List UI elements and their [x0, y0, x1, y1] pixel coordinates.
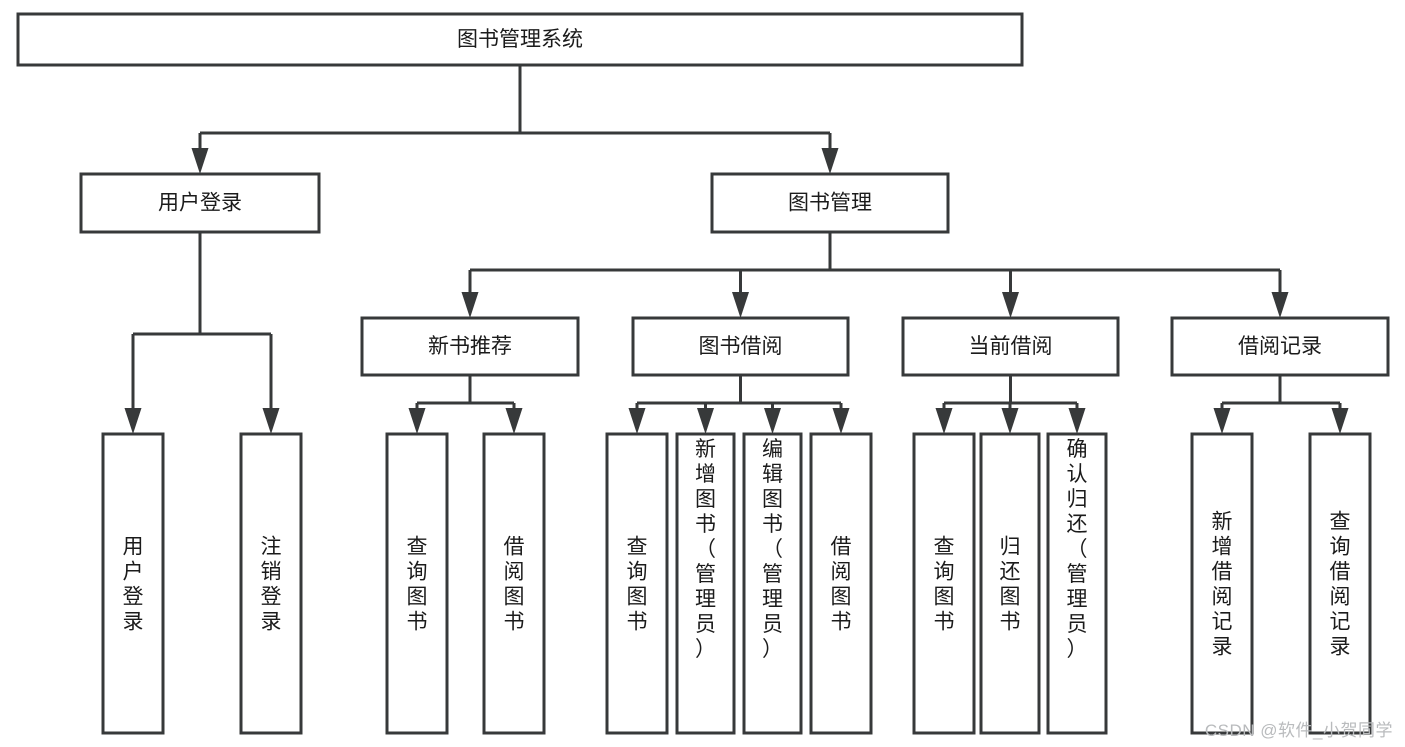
arrow-head-icon — [262, 408, 280, 434]
diagram-node-book-manage[interactable]: 图书管理 — [710, 172, 950, 234]
node-box — [742, 432, 803, 735]
node-box — [1170, 316, 1390, 377]
diagram-node-new-book-recommend[interactable]: 新书推荐 — [360, 316, 580, 377]
node-label: 图书借阅 — [699, 335, 783, 358]
diagram-node-nbr-borrow-book[interactable]: 借阅图书 — [482, 432, 546, 735]
arrow-head-icon — [124, 408, 142, 434]
node-label: 确认归还（管理员） — [1067, 438, 1088, 661]
diagram-node-cb-confirm-return[interactable]: 确认归还（管理员） — [1046, 432, 1108, 735]
node-box — [1190, 432, 1254, 735]
node-box — [79, 172, 321, 234]
node-label: 新书推荐 — [428, 335, 512, 358]
arrow-head-icon — [1213, 408, 1231, 434]
diagram-node-br-query-record[interactable]: 查询借阅记录 — [1308, 432, 1372, 735]
arrow-head-icon — [764, 408, 781, 434]
node-label: 查询图书 — [934, 536, 955, 634]
arrow-head-icon — [1002, 292, 1019, 318]
node-box — [631, 316, 850, 377]
arrow-head-icon — [408, 408, 426, 434]
node-box — [101, 432, 165, 735]
diagram-node-user-login-do[interactable]: 用户登录 — [101, 432, 165, 735]
node-label: 当前借阅 — [969, 335, 1053, 358]
node-box — [1308, 432, 1372, 735]
connector-layer — [124, 65, 1349, 434]
arrow-head-icon — [1271, 292, 1289, 318]
node-label: 图书管理系统 — [457, 28, 583, 51]
diagram-node-nbr-query-book[interactable]: 查询图书 — [385, 432, 449, 735]
node-label: 归还图书 — [1000, 536, 1021, 634]
diagram-node-book-borrow[interactable]: 图书借阅 — [631, 316, 850, 377]
node-label: 借阅图书 — [504, 536, 525, 634]
arrow-head-icon — [1068, 408, 1086, 434]
node-box — [482, 432, 546, 735]
diagram-node-root[interactable]: 图书管理系统 — [16, 12, 1024, 67]
node-label: 用户登录 — [158, 192, 242, 215]
arrow-head-icon — [628, 408, 646, 434]
node-box — [1046, 432, 1108, 735]
node-label: 借阅记录 — [1238, 335, 1322, 358]
node-box — [385, 432, 449, 735]
node-box — [675, 432, 736, 735]
node-box — [239, 432, 303, 735]
arrow-head-icon — [732, 292, 749, 318]
watermark-text: CSDN @软件_小贺同学 — [1204, 721, 1393, 740]
arrow-head-icon — [191, 148, 209, 174]
diagram-node-borrow-record[interactable]: 借阅记录 — [1170, 316, 1390, 377]
node-label: 编辑图书（管理员） — [762, 438, 783, 661]
node-box — [16, 12, 1024, 67]
node-box — [809, 432, 873, 735]
arrow-head-icon — [505, 408, 523, 434]
arrow-head-icon — [935, 408, 953, 434]
arrow-head-icon — [1001, 408, 1019, 434]
node-box — [912, 432, 976, 735]
arrow-head-icon — [821, 148, 839, 174]
arrow-head-icon — [1331, 408, 1349, 434]
diagram-node-cb-return-book[interactable]: 归还图书 — [979, 432, 1041, 735]
node-label: 借阅图书 — [831, 536, 852, 634]
arrow-head-icon — [832, 408, 850, 434]
node-label: 注销登录 — [261, 536, 282, 634]
arrow-head-icon — [461, 292, 479, 318]
diagram-node-cb-query-book[interactable]: 查询图书 — [912, 432, 976, 735]
node-box — [605, 432, 669, 735]
node-layer: 图书管理系统用户登录图书管理新书推荐图书借阅当前借阅借阅记录用户登录注销登录查询… — [16, 12, 1390, 735]
node-label: 图书管理 — [788, 192, 872, 215]
node-box — [979, 432, 1041, 735]
node-box — [710, 172, 950, 234]
node-box — [901, 316, 1120, 377]
diagram-node-user-logout[interactable]: 注销登录 — [239, 432, 303, 735]
diagram-node-bb-borrow-book[interactable]: 借阅图书 — [809, 432, 873, 735]
arrow-head-icon — [697, 408, 714, 434]
diagram-node-current-borrow[interactable]: 当前借阅 — [901, 316, 1120, 377]
diagram-node-br-add-record[interactable]: 新增借阅记录 — [1190, 432, 1254, 735]
diagram-node-bb-query-book[interactable]: 查询图书 — [605, 432, 669, 735]
node-label: 新增图书（管理员） — [695, 438, 716, 661]
diagram-node-bb-edit-book[interactable]: 编辑图书（管理员） — [742, 432, 803, 735]
diagram-node-bb-add-book[interactable]: 新增图书（管理员） — [675, 432, 736, 735]
diagram-node-user-login[interactable]: 用户登录 — [79, 172, 321, 234]
node-label: 查询借阅记录 — [1330, 511, 1351, 659]
node-label: 查询图书 — [627, 536, 648, 634]
node-box — [360, 316, 580, 377]
node-label: 查询图书 — [407, 536, 428, 634]
node-label: 新增借阅记录 — [1212, 511, 1233, 659]
node-label: 用户登录 — [123, 536, 144, 634]
